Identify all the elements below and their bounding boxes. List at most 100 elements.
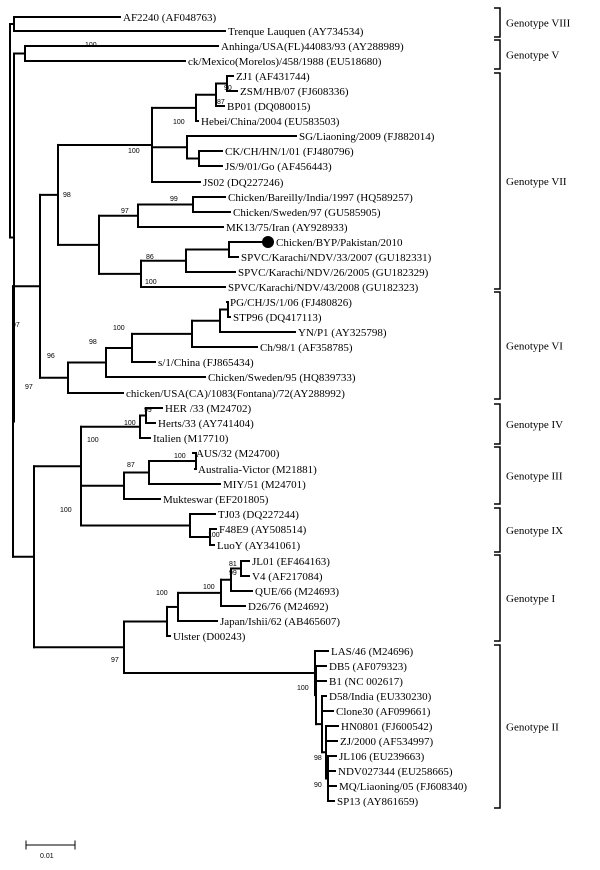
tip-label: B1 (NC 002617) xyxy=(329,676,403,688)
genotype-label: Genotype VII xyxy=(506,176,567,188)
bootstrap-value-label: 87 xyxy=(127,462,135,469)
tip-label: Japan/Ishii/62 (AB465607) xyxy=(220,616,340,628)
tip-label: ck/Mexico(Morelos)/458/1988 (EU518680) xyxy=(188,56,382,68)
tip-label: Chicken/BYP/Pakistan/2010 xyxy=(276,237,403,249)
tip-label: Herts/33 (AY741404) xyxy=(158,418,254,430)
bootstrap-value-label: 97 xyxy=(25,384,33,391)
bootstrap-value-label: 100 xyxy=(297,685,309,692)
bootstrap-value-label: 100 xyxy=(156,590,168,597)
tip-label: ZSM/HB/07 (FJ608336) xyxy=(240,86,349,98)
genotype-label: Genotype II xyxy=(506,722,559,734)
genotype-label: Genotype IV xyxy=(506,419,563,431)
bootstrap-value-label: 99 xyxy=(170,196,178,203)
bootstrap-value-label: 100 xyxy=(87,437,99,444)
genotype-bracket xyxy=(494,39,501,70)
bootstrap-value-label: 100 xyxy=(128,148,140,155)
genotype-label: Genotype I xyxy=(506,593,556,605)
highlight-dot-icon xyxy=(262,236,274,248)
tip-label: Ulster (D00243) xyxy=(173,631,246,643)
tip-label: D58/India (EU330230) xyxy=(329,691,432,703)
tip-label: JL01 (EF464163) xyxy=(252,556,330,568)
tip-label: Mukteswar (EF201805) xyxy=(163,494,269,506)
tip-label: ZJ1 (AF431744) xyxy=(236,71,310,83)
tip-label: JS02 (DQ227246) xyxy=(203,177,284,189)
tip-label: Hebei/China/2004 (EU583503) xyxy=(201,116,340,128)
tip-label: Ch/98/1 (AF358785) xyxy=(260,342,353,354)
tip-label: JS/9/01/Go (AF456443) xyxy=(225,161,332,173)
tip-label: MK13/75/Iran (AY928933) xyxy=(226,222,348,234)
tip-label: CK/CH/HN/1/01 (FJ480796) xyxy=(225,146,354,158)
tip-label: SPVC/Karachi/NDV/43/2008 (GU182323) xyxy=(228,282,419,294)
genotype-label: Genotype IX xyxy=(506,525,563,537)
bootstrap-value-label: 99 xyxy=(144,407,152,414)
tip-label: TJ03 (DQ227244) xyxy=(218,509,299,521)
bootstrap-value-label: 100 xyxy=(145,279,157,286)
scale-bar-label: 0.01 xyxy=(40,853,54,860)
tip-label: s/1/China (FJ865434) xyxy=(158,357,254,369)
bootstrap-value-label: 96 xyxy=(47,353,55,360)
genotype-bracket xyxy=(494,72,501,290)
bootstrap-value-label: 90 xyxy=(314,782,322,789)
tip-label: MIY/51 (M24701) xyxy=(223,479,306,491)
tip-label: LuoY (AY341061) xyxy=(217,540,301,552)
tip-label: Australia-Victor (M21881) xyxy=(198,464,317,476)
tip-label: chicken/USA(CA)/1083(Fontana)/72(AY28899… xyxy=(126,388,345,400)
tree-branches xyxy=(9,16,339,802)
tip-label: F48E9 (AY508514) xyxy=(219,524,307,536)
bootstrap-value-label: 81 xyxy=(229,561,237,568)
bootstrap-value-label: 86 xyxy=(146,254,154,261)
tip-label: Chicken/Sweden/97 (GU585905) xyxy=(233,207,381,219)
bootstrap-value-label: 100 xyxy=(174,453,186,460)
genotype-bracket xyxy=(494,644,501,809)
bootstrap-value-label: 98 xyxy=(89,339,97,346)
tip-label: PG/CH/JS/1/06 (FJ480826) xyxy=(230,297,352,309)
genotype-label: Genotype V xyxy=(506,50,559,62)
genotype-label: Genotype III xyxy=(506,471,563,483)
tip-labels: AF2240 (AF048763) Trenque Lauquen (AY7345… xyxy=(123,12,467,808)
bootstrap-value-label: 100 xyxy=(85,42,97,49)
tip-label: YN/P1 (AY325798) xyxy=(298,327,387,339)
tip-label: JL106 (EU239663) xyxy=(339,751,425,763)
bootstrap-value-label: 97 xyxy=(12,322,20,329)
tip-label: AUS/32 (M24700) xyxy=(196,448,280,460)
bootstrap-value-label: 100 xyxy=(203,584,215,591)
genotype-bracket xyxy=(494,291,501,400)
tip-label: V4 (AF217084) xyxy=(252,571,323,583)
bootstrap-value-label: 97 xyxy=(121,208,129,215)
tip-label: Italien (M17710) xyxy=(153,433,229,445)
tip-label: QUE/66 (M24693) xyxy=(255,586,339,598)
tip-label: MQ/Liaoning/05 (FJ608340) xyxy=(339,781,467,793)
tip-label: HER /33 (M24702) xyxy=(165,403,252,415)
tip-label: Chicken/Bareilly/India/1997 (HQ589257) xyxy=(228,192,413,204)
tip-label: SG/Liaoning/2009 (FJ882014) xyxy=(299,131,435,143)
tip-label: AF2240 (AF048763) xyxy=(123,12,217,24)
bootstrap-value-label: 100 xyxy=(60,507,72,514)
genotype-bracket xyxy=(494,446,501,505)
tip-label: SPVC/Karachi/NDV/33/2007 (GU182331) xyxy=(241,252,432,264)
tip-label: SPVC/Karachi/NDV/26/2005 (GU182329) xyxy=(238,267,429,279)
bootstrap-value-label: 100 xyxy=(173,119,185,126)
tip-label: HN0801 (FJ600542) xyxy=(341,721,433,733)
tip-label: Trenque Lauquen (AY734534) xyxy=(228,26,364,38)
genotype-bracket xyxy=(494,507,501,553)
tip-label: DB5 (AF079323) xyxy=(329,661,407,673)
tip-label: NDV027344 (EU258665) xyxy=(338,766,453,778)
tip-label: STP96 (DQ417113) xyxy=(233,312,322,324)
scale-bar: 0.01 xyxy=(25,840,76,860)
bootstrap-value-label: 98 xyxy=(63,192,71,199)
tip-label: Chicken/Sweden/95 (HQ839733) xyxy=(208,372,356,384)
bootstrap-value-label: 100 xyxy=(124,420,136,427)
bootstrap-value-label: 87 xyxy=(217,99,225,106)
genotype-label: Genotype VI xyxy=(506,341,563,353)
tip-label: Clone30 (AF099661) xyxy=(336,706,431,718)
bootstrap-value-label: 100 xyxy=(208,532,220,539)
bootstrap-labels: 100 90 87 100 100 98 99 97 86 100 97 100 98 96 97 99 100… xyxy=(12,42,322,789)
tip-label: ZJ/2000 (AF534997) xyxy=(340,736,434,748)
bootstrap-value-label: 99 xyxy=(229,570,237,577)
bootstrap-value-label: 97 xyxy=(111,657,119,664)
tip-label: SP13 (AY861659) xyxy=(337,796,419,808)
genotype-bracket xyxy=(494,403,501,445)
